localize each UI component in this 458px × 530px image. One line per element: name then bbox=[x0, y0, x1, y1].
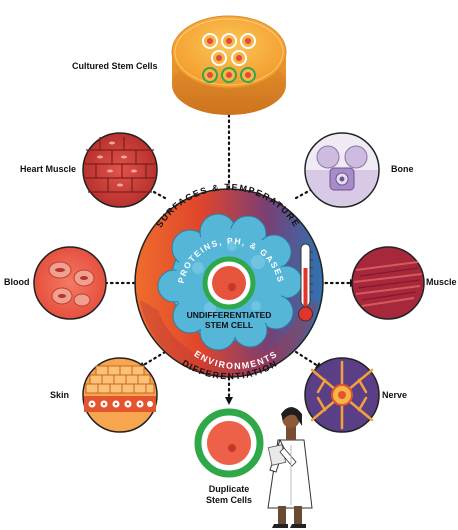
undifferentiated-label-line2: STEM CELL bbox=[205, 320, 253, 330]
label-nerve: Nerve bbox=[382, 390, 408, 400]
dish-cells bbox=[202, 33, 256, 83]
label-duplicate-line1: Duplicate bbox=[208, 484, 250, 494]
scientist-figure bbox=[267, 407, 313, 528]
duplicate-stem-cell bbox=[194, 408, 264, 478]
label-skin: Skin bbox=[50, 390, 70, 400]
connector-skin bbox=[140, 350, 167, 368]
cloud-texture bbox=[192, 241, 265, 314]
muscle-circle bbox=[351, 246, 425, 320]
label-bone: Bone bbox=[391, 164, 414, 174]
bone-circle bbox=[304, 132, 380, 208]
connector-nerve bbox=[294, 350, 320, 368]
thermometer-icon bbox=[298, 243, 313, 322]
undifferentiated-label-line1: UNDIFFERENTIATED bbox=[187, 310, 272, 320]
label-cultured-stem-cells: Cultured Stem Cells bbox=[72, 61, 158, 71]
label-blood: Blood bbox=[4, 277, 30, 287]
undifferentiated-stem-cell bbox=[202, 256, 256, 310]
label-duplicate-line2: Stem Cells bbox=[205, 495, 253, 505]
culture-dish bbox=[171, 15, 287, 115]
label-muscle: Muscle bbox=[426, 277, 457, 287]
arrowhead-duplicate bbox=[225, 397, 233, 405]
skin-circle bbox=[82, 357, 158, 433]
blood-circle bbox=[33, 246, 107, 320]
heart-muscle-circle bbox=[82, 132, 158, 208]
nerve-circle bbox=[304, 357, 380, 433]
connector-bone bbox=[294, 184, 320, 200]
connector-heart bbox=[141, 184, 167, 200]
label-heart-muscle: Heart Muscle bbox=[20, 164, 77, 174]
